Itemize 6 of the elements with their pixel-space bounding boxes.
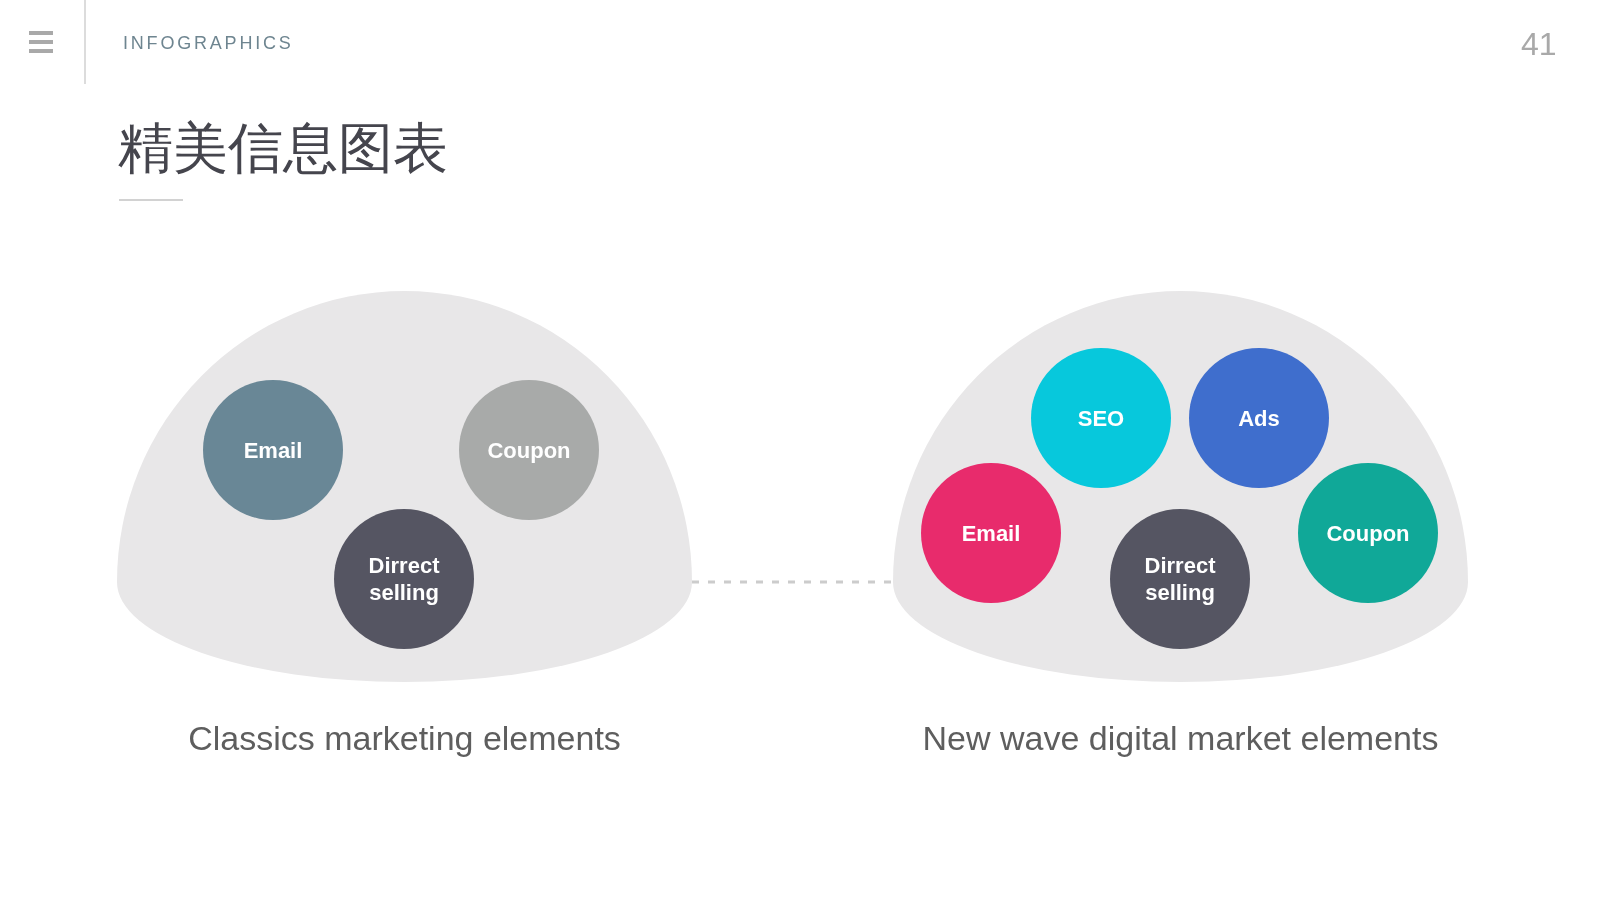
node-label: New wave digital market elements	[922, 718, 1439, 758]
page-number: 41	[1521, 28, 1557, 60]
dashed-line	[692, 580, 893, 584]
node-label: Classics marketing elements	[188, 718, 621, 758]
section-label: INFOGRAPHICS	[123, 34, 294, 52]
title: 精美信息图表	[118, 118, 448, 178]
